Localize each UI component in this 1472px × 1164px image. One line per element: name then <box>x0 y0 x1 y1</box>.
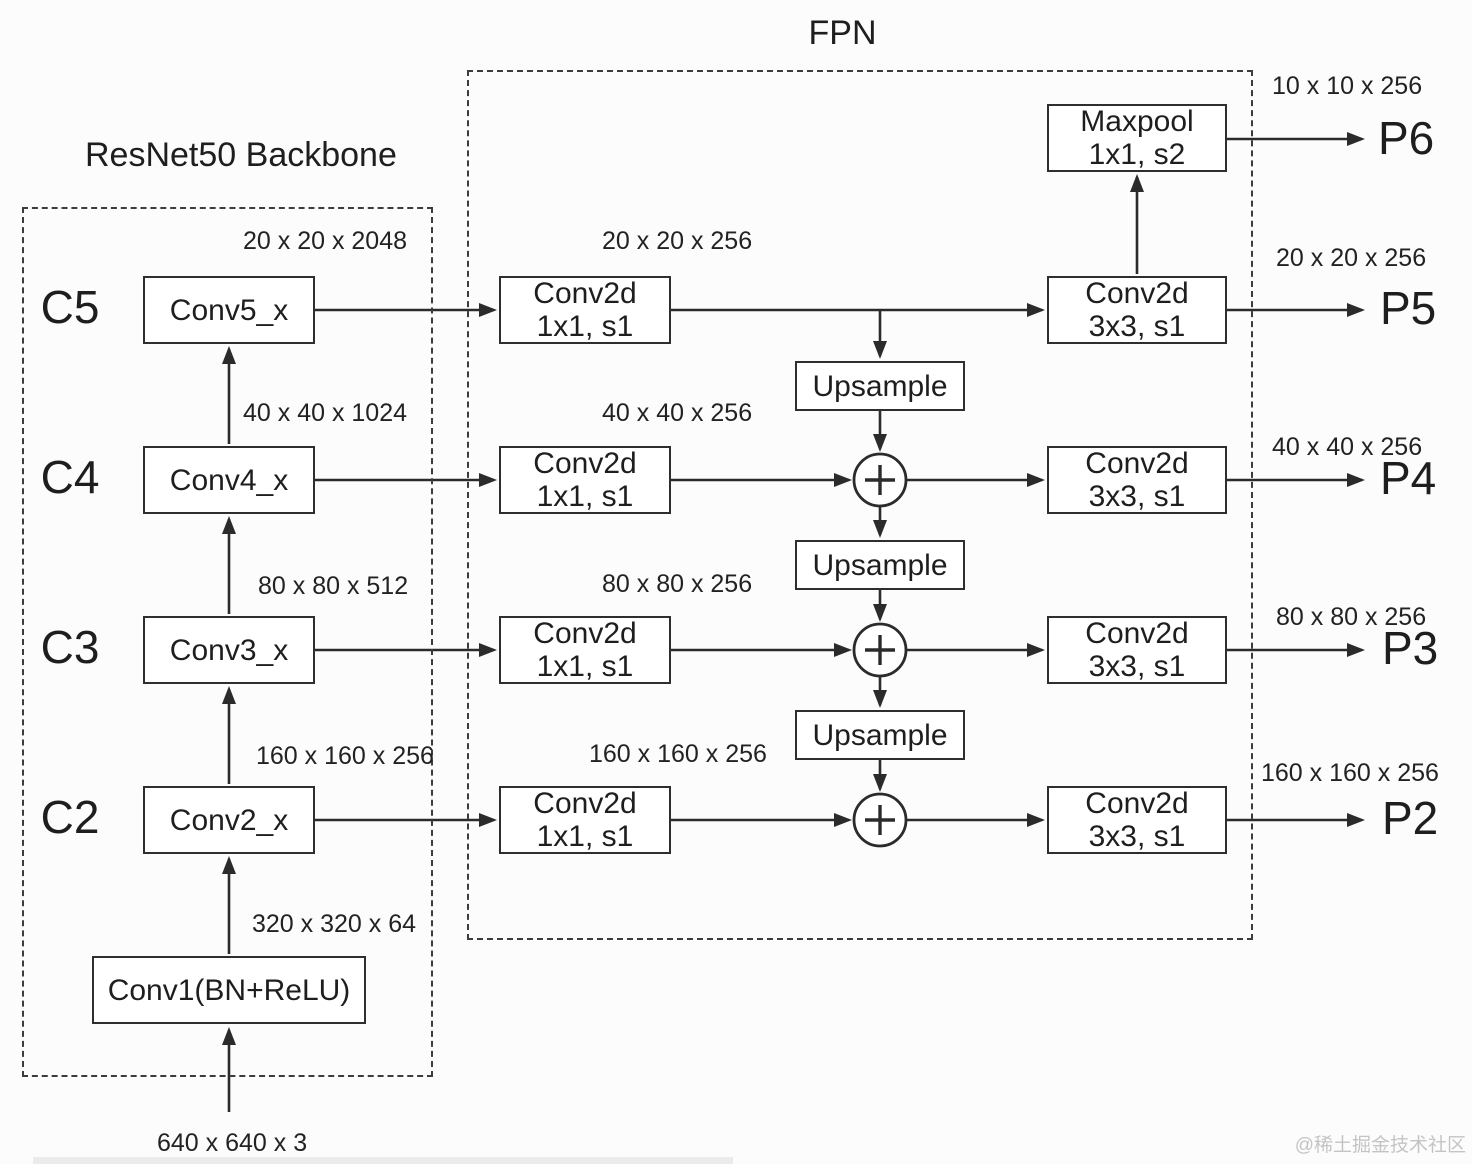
output-label-p2: P2 <box>1382 792 1439 844</box>
dim-p6: 10 x 10 x 256 <box>1272 72 1423 100</box>
stage-label-c3: C3 <box>40 621 100 673</box>
dim-c5: 20 x 20 x 2048 <box>243 227 408 255</box>
fpn-title: FPN <box>808 14 877 52</box>
output-label-p3: P3 <box>1382 622 1439 674</box>
bottom-artifact <box>33 1157 733 1164</box>
output-label-p5: P5 <box>1380 282 1437 334</box>
dim-input: 640 x 640 x 3 <box>157 1129 308 1157</box>
block-upsample-2: Upsample <box>795 540 965 590</box>
backbone-group-box <box>22 207 433 1077</box>
output-label-p6: P6 <box>1378 112 1435 164</box>
block-conv5x: Conv5_x <box>143 276 315 344</box>
dim-p3: 80 x 80 x 256 <box>1276 603 1427 631</box>
arrow-lines <box>222 132 1365 1112</box>
dim-p5: 20 x 20 x 256 <box>1276 244 1427 272</box>
block-conv3x: Conv3_x <box>143 616 315 684</box>
backbone-title: ResNet50 Backbone <box>85 136 397 174</box>
dim-c4: 40 x 40 x 1024 <box>243 399 408 427</box>
dim-lateral-row3: 80 x 80 x 256 <box>602 570 753 598</box>
output-label-p4: P4 <box>1380 452 1437 504</box>
block-upsample-3: Upsample <box>795 710 965 760</box>
block-conv4x: Conv4_x <box>143 446 315 514</box>
block-conv2x: Conv2_x <box>143 786 315 854</box>
stage-label-c2: C2 <box>40 791 100 843</box>
add-icon <box>852 452 908 508</box>
dim-p2: 160 x 160 x 256 <box>1261 759 1439 787</box>
dim-p4: 40 x 40 x 256 <box>1272 433 1423 461</box>
stage-label-c5: C5 <box>40 281 100 333</box>
add-icon <box>852 622 908 678</box>
dim-c2: 160 x 160 x 256 <box>256 742 434 770</box>
dim-c3: 80 x 80 x 512 <box>258 572 409 600</box>
add-icon <box>852 792 908 848</box>
watermark: @稀土掘金技术社区 <box>1294 1135 1466 1156</box>
dim-conv1: 320 x 320 x 64 <box>252 910 417 938</box>
dim-lateral-row4: 160 x 160 x 256 <box>589 740 767 768</box>
fpn-group-box <box>467 70 1253 940</box>
block-upsample-1: Upsample <box>795 361 965 411</box>
dim-lateral-row2: 40 x 40 x 256 <box>602 399 753 427</box>
stage-label-c4: C4 <box>40 451 100 503</box>
block-conv1: Conv1(BN+ReLU) <box>92 956 366 1024</box>
dim-lateral-row1: 20 x 20 x 256 <box>602 227 753 255</box>
